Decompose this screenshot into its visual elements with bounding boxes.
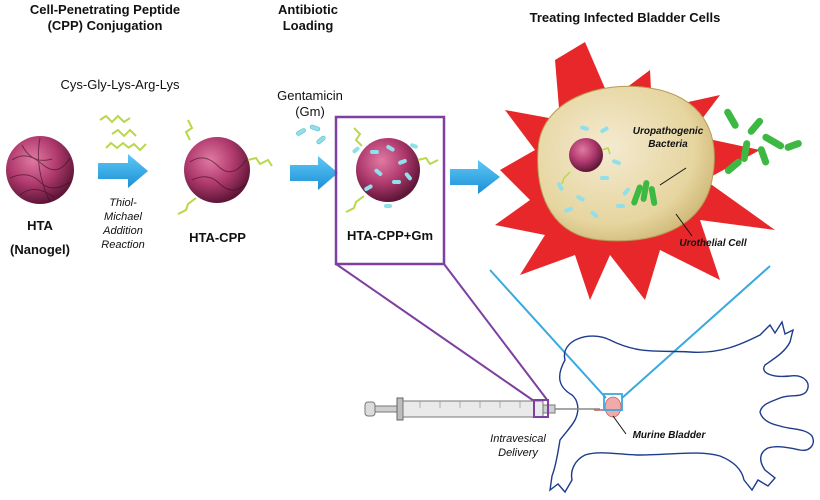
hta-line2: (Nanogel)	[10, 242, 70, 257]
hta-line1: HTA	[27, 218, 53, 233]
zoom-line-right	[443, 263, 549, 402]
cell-nanoparticle	[561, 138, 611, 185]
bacteria-cluster-inside	[631, 180, 658, 206]
bladder-pointer	[612, 415, 627, 435]
zoom-line-left	[335, 263, 535, 402]
delivery-line2: Delivery	[498, 447, 538, 459]
header-cpp-line1: Cell-Penetrating Peptide	[29, 2, 181, 17]
peptide-molecules	[99, 114, 147, 152]
hta-nanogel-sphere	[6, 136, 74, 204]
header-cpp-line2: (CPP) Conjugation	[47, 18, 163, 33]
hta-cpp-label: HTA-CPP	[189, 230, 246, 245]
drug-line2: (Gm)	[295, 104, 325, 119]
header-antibiotic-loading: Antibiotic Loading	[268, 2, 348, 34]
header-treating: Treating Infected Bladder Cells	[529, 10, 721, 25]
bacteria-line2: Bacteria	[648, 139, 688, 150]
hta-cpp-gm-label: HTA-CPP+Gm	[346, 228, 434, 243]
bladder-zoom-line-left	[489, 269, 607, 399]
hta-cpp-gm-box	[334, 115, 446, 266]
delivery-label: Intravesical Delivery	[478, 432, 558, 460]
hta-cpp-gm-sphere	[345, 127, 439, 213]
hta-label: HTA (Nanogel)	[0, 214, 80, 262]
drug-line1: Gentamicin	[277, 88, 343, 103]
bacteria-line1: Uropathogenic	[632, 126, 704, 137]
reaction-label: Thiol- Michael Addition Reaction	[92, 196, 154, 252]
bladder-label: Murine Bladder	[632, 430, 706, 441]
reaction-line2: Michael	[104, 211, 142, 223]
header-cpp-conjugation: Cell-Penetrating Peptide (CPP) Conjugati…	[20, 2, 190, 34]
syringe	[364, 397, 600, 421]
process-arrow-3	[450, 160, 500, 194]
murine-bladder	[594, 393, 623, 418]
drug-label: Gentamicin (Gm)	[265, 88, 355, 120]
peptide-sequence: Cys-Gly-Lys-Arg-Lys	[60, 77, 180, 92]
process-arrow-2	[290, 156, 338, 190]
bacteria-cluster-outside	[724, 108, 802, 175]
bladder-zoom-line-right	[621, 265, 771, 399]
process-arrow-1	[98, 154, 148, 188]
urothelial-label: Urothelial Cell	[679, 238, 747, 249]
reaction-line3: Addition	[103, 225, 143, 237]
urothelial-cell	[537, 85, 715, 242]
bacteria-label: Uropathogenic Bacteria	[618, 125, 718, 151]
bacteria-pointer	[659, 167, 687, 186]
hta-cpp-sphere	[177, 119, 273, 215]
header-antibiotic-line2: Loading	[282, 18, 334, 33]
reaction-line4: Reaction	[101, 239, 145, 251]
reaction-line1: Thiol-	[109, 197, 137, 209]
gentamicin-molecules	[296, 124, 326, 145]
urothelial-pointer	[675, 213, 693, 237]
header-antibiotic-line1: Antibiotic	[278, 2, 338, 17]
cell-gentamicin	[557, 125, 630, 218]
mouse-outline	[549, 320, 814, 494]
delivery-line1: Intravesical	[490, 433, 546, 445]
